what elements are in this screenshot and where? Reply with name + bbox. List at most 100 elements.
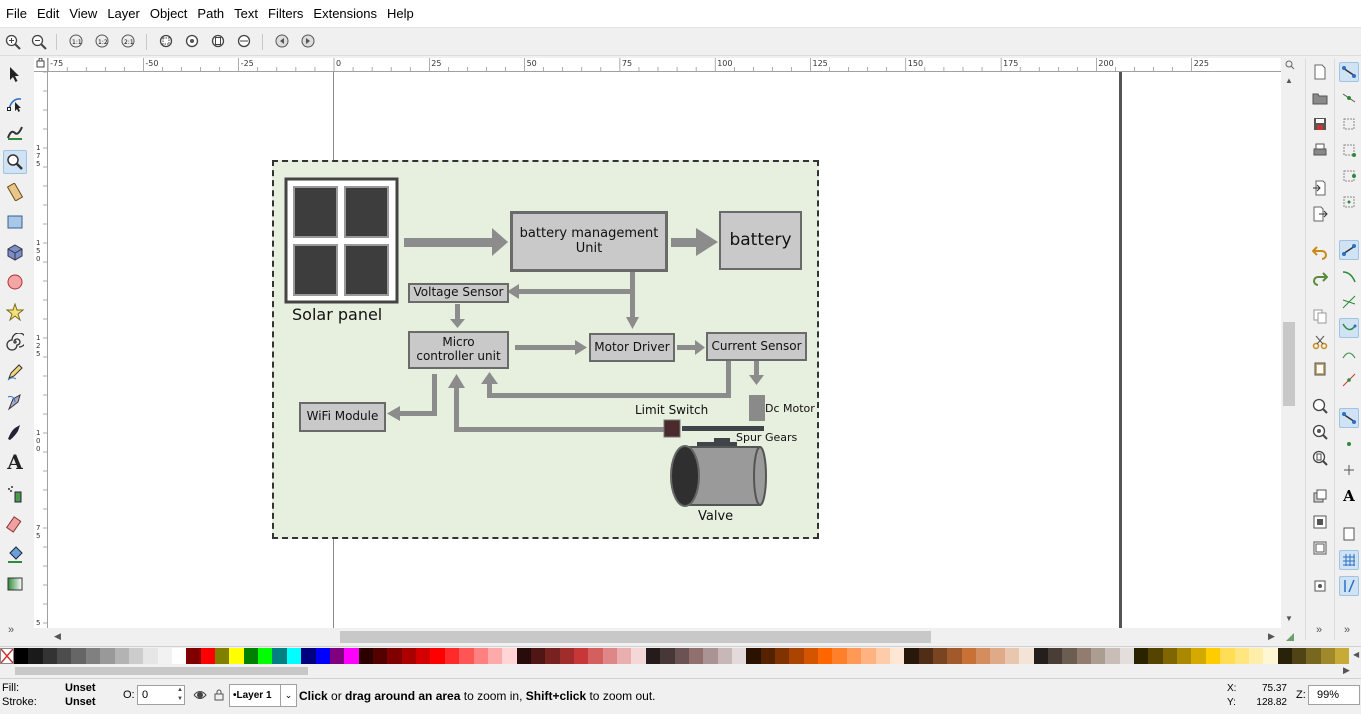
toolbox-overflow-icon[interactable]: »	[8, 624, 15, 636]
import-icon[interactable]	[1310, 178, 1330, 198]
save-icon[interactable]	[1310, 114, 1330, 134]
horizontal-ruler[interactable]: -75-50-250255075100125150175200225250	[48, 58, 1281, 72]
snap-text-baseline-icon[interactable]: A	[1343, 487, 1355, 505]
palette-scroll-thumb[interactable]	[15, 667, 308, 675]
color-swatch[interactable]	[1076, 648, 1091, 664]
eraser-tool-icon[interactable]	[3, 512, 27, 536]
scroll-right-icon[interactable]: ▶	[1268, 631, 1275, 641]
scroll-up-icon[interactable]: ▲	[1285, 76, 1293, 85]
fill-value[interactable]: Unset	[65, 682, 96, 694]
color-swatch[interactable]	[688, 648, 704, 664]
snap-grids-icon[interactable]	[1339, 550, 1359, 570]
paste-icon[interactable]	[1310, 358, 1330, 378]
color-swatch[interactable]	[329, 648, 345, 664]
zoom-page-icon[interactable]	[209, 32, 229, 52]
color-swatch[interactable]	[832, 648, 847, 664]
color-swatch[interactable]	[1162, 648, 1178, 664]
color-swatch[interactable]	[157, 648, 172, 664]
vertical-ruler[interactable]: 175150125100755025	[34, 72, 48, 628]
color-swatch[interactable]	[846, 648, 862, 664]
selector-tool-icon[interactable]	[3, 62, 27, 86]
redo-icon[interactable]	[1310, 268, 1330, 288]
clone-icon[interactable]	[1310, 512, 1330, 532]
unlink-clone-icon[interactable]	[1310, 538, 1330, 558]
zoom-in-icon[interactable]	[3, 32, 23, 52]
color-swatch[interactable]	[645, 648, 661, 664]
print-icon[interactable]	[1310, 140, 1330, 160]
color-swatch[interactable]	[775, 648, 790, 664]
palette-scroll-right-icon[interactable]: ▶	[1343, 665, 1350, 675]
color-swatch[interactable]	[143, 648, 158, 664]
zoom-next-icon[interactable]	[299, 32, 319, 52]
color-swatch[interactable]	[301, 648, 316, 664]
menu-extensions[interactable]: Extensions	[313, 5, 377, 21]
snap-bbox-corner-icon[interactable]	[1339, 140, 1359, 160]
color-swatch[interactable]	[171, 648, 187, 664]
color-swatch[interactable]	[1134, 648, 1149, 664]
color-swatch[interactable]	[574, 648, 589, 664]
vertical-scrollbar[interactable]: ▲ ▼	[1281, 72, 1297, 628]
zoom-corner-icon[interactable]	[1283, 58, 1297, 72]
rectangle-tool-icon[interactable]	[3, 210, 27, 234]
snap-guides-icon[interactable]	[1339, 576, 1359, 596]
color-swatch[interactable]	[1205, 648, 1221, 664]
menu-view[interactable]: View	[69, 5, 98, 21]
3d-box-tool-icon[interactable]	[3, 240, 27, 264]
menu-path[interactable]: Path	[197, 5, 225, 21]
color-swatch[interactable]	[1062, 648, 1077, 664]
color-swatch[interactable]	[1335, 648, 1350, 664]
color-swatch[interactable]	[602, 648, 618, 664]
color-swatch[interactable]	[315, 648, 330, 664]
color-swatch[interactable]	[272, 648, 287, 664]
color-swatch[interactable]	[42, 648, 58, 664]
zoom-page-width-icon[interactable]	[235, 32, 255, 52]
document-properties-icon[interactable]	[1310, 576, 1330, 596]
color-swatch[interactable]	[430, 648, 445, 664]
menu-filters[interactable]: Filters	[268, 5, 304, 21]
color-swatch[interactable]	[717, 648, 732, 664]
color-swatch[interactable]	[286, 648, 302, 664]
copy-icon[interactable]	[1310, 306, 1330, 326]
snap-bbox-icon[interactable]	[1339, 88, 1359, 108]
color-swatch[interactable]	[889, 648, 905, 664]
zoom-input[interactable]: 99%	[1308, 685, 1360, 705]
color-swatch[interactable]	[229, 648, 244, 664]
calligraphy-tool-icon[interactable]	[3, 420, 27, 444]
color-swatch[interactable]	[1177, 648, 1192, 664]
color-swatch[interactable]	[559, 648, 575, 664]
export-icon[interactable]	[1310, 204, 1330, 224]
horizontal-scrollbar[interactable]: ◀ ▶	[48, 630, 1281, 644]
color-swatch[interactable]	[186, 648, 201, 664]
color-swatch[interactable]	[1148, 648, 1163, 664]
color-swatch[interactable]	[215, 648, 230, 664]
snap-nodes-icon[interactable]	[1339, 240, 1359, 260]
color-swatch[interactable]	[1306, 648, 1321, 664]
block-diagram-image[interactable]: battery management Unit battery Voltage …	[272, 160, 819, 539]
snap-rotation-centers-icon[interactable]	[1339, 460, 1359, 480]
zoom-tool-icon[interactable]	[3, 150, 27, 174]
cut-icon[interactable]	[1310, 332, 1330, 352]
color-swatch[interactable]	[703, 648, 718, 664]
gradient-tool-icon[interactable]	[3, 572, 27, 596]
color-swatch[interactable]	[258, 648, 273, 664]
color-swatch[interactable]	[789, 648, 804, 664]
ellipse-tool-icon[interactable]	[3, 270, 27, 294]
color-swatch[interactable]	[875, 648, 890, 664]
zoom-1-1-icon[interactable]: 1:1	[67, 32, 87, 52]
color-swatch[interactable]	[502, 648, 517, 664]
opacity-input[interactable]: 0 ▲▼	[137, 685, 185, 705]
snap-object-centers-icon[interactable]	[1339, 434, 1359, 454]
snap-page-border-icon[interactable]	[1339, 524, 1359, 544]
zoom-selection-cmd-icon[interactable]	[1310, 396, 1330, 416]
snap-toggle-icon[interactable]	[1339, 62, 1359, 82]
layer-visibility-icon[interactable]	[193, 688, 207, 702]
color-swatch[interactable]	[1291, 648, 1307, 664]
color-swatch[interactable]	[1119, 648, 1135, 664]
color-swatch[interactable]	[947, 648, 962, 664]
palette-scrollbar[interactable]: ▶	[0, 665, 1361, 677]
color-swatch[interactable]	[961, 648, 977, 664]
color-swatch[interactable]	[674, 648, 689, 664]
color-swatch[interactable]	[1263, 648, 1278, 664]
color-swatch[interactable]	[803, 648, 819, 664]
color-manage-icon[interactable]	[1283, 630, 1297, 644]
